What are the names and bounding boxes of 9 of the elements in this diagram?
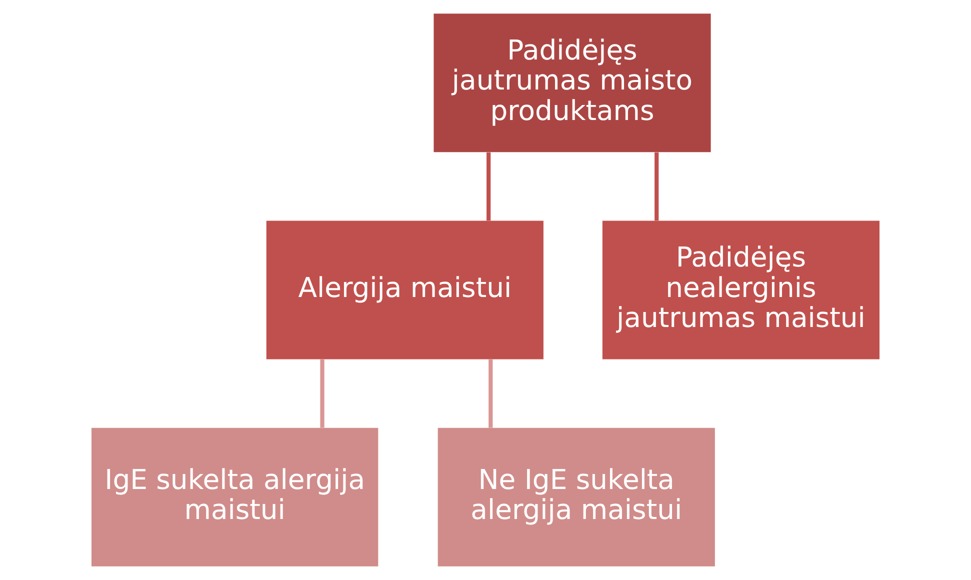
connector <box>486 152 491 221</box>
node-box: Padidėjęs nealerginis jautrumas maistui <box>602 220 880 360</box>
node-box: Ne IgE sukelta alergija maistui <box>438 428 715 566</box>
connector <box>320 360 324 428</box>
connector <box>488 360 493 428</box>
connector <box>654 152 659 221</box>
node-box: Alergija maistui <box>266 220 544 360</box>
node-box: Padidėjęs jautrumas maisto produktams <box>434 14 711 152</box>
node-box: IgE sukelta alergija maistui <box>91 428 378 566</box>
